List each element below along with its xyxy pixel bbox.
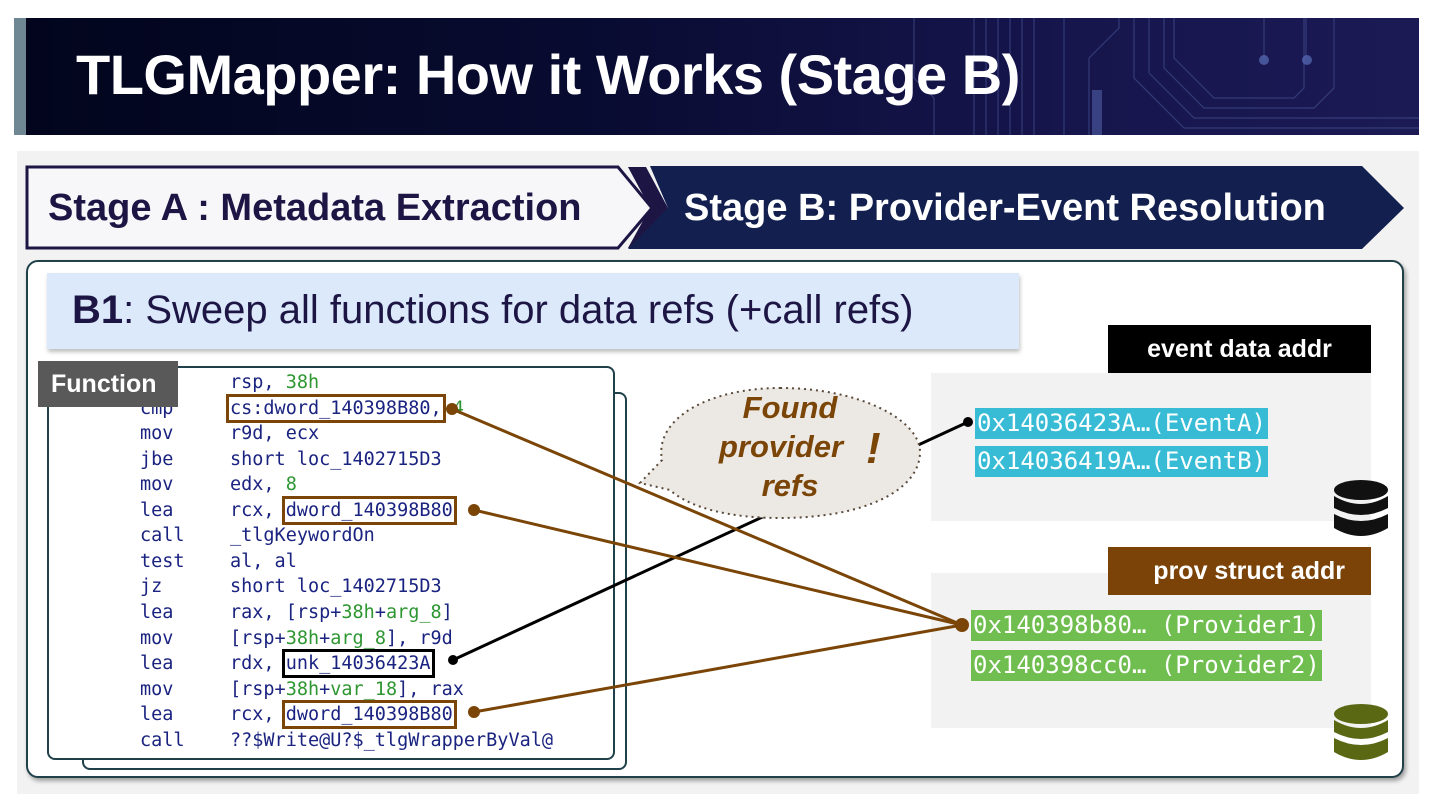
code-line: lea rdx, unk_14036423A bbox=[140, 649, 435, 678]
code-line: lea rcx, dword_140398B80 bbox=[140, 496, 457, 525]
operand: arg_8 bbox=[385, 602, 442, 623]
event-row: 0x14036423A…(EventA) bbox=[975, 408, 1268, 439]
title-accent-bar bbox=[14, 18, 26, 135]
operand: rdx, bbox=[230, 653, 286, 674]
code-line: call ??$Write@U?$_tlgWrapperByVal@ bbox=[140, 728, 553, 753]
mnemonic: mov bbox=[140, 423, 174, 444]
operand: 4 bbox=[441, 398, 464, 419]
code-line: jz short loc_1402715D3 bbox=[140, 574, 442, 599]
bubble-line: refs bbox=[761, 468, 819, 503]
operand: ], r9d bbox=[385, 628, 453, 649]
code-line: rsp, 38h bbox=[140, 370, 319, 395]
highlighted-reference: unk_14036423A bbox=[281, 649, 435, 678]
provider-table-header: prov struct addr bbox=[1108, 547, 1371, 595]
event-table-header: event data addr bbox=[1108, 325, 1371, 373]
highlighted-reference: dword_140398B80 bbox=[281, 496, 457, 525]
stage-a-label: Stage A : Metadata Extraction bbox=[48, 187, 582, 229]
mnemonic: lea bbox=[140, 653, 174, 674]
step-title: B1: Sweep all functions for data refs (+… bbox=[72, 287, 914, 333]
operand: [rsp+ bbox=[230, 628, 286, 649]
operand: 38h bbox=[285, 372, 320, 393]
operand: ] bbox=[441, 602, 453, 623]
stage-b-label: Stage B: Provider-Event Resolution bbox=[684, 187, 1326, 229]
operand: + bbox=[319, 628, 331, 649]
title-banner: TLGMapper: How it Works (Stage B) bbox=[14, 18, 1419, 135]
operand: short loc_1402715D3 bbox=[230, 576, 442, 597]
stage-b-chevron[interactable] bbox=[628, 166, 1404, 249]
operand: _tlgKeywordOn bbox=[230, 525, 375, 546]
mnemonic: jz bbox=[140, 576, 163, 597]
operand: rax, [rsp+ bbox=[230, 602, 342, 623]
stage-progress bbox=[25, 165, 1404, 250]
step-prefix: B1 bbox=[72, 288, 124, 332]
operand: ], rax bbox=[397, 679, 464, 700]
operand: short loc_1402715D3 bbox=[230, 449, 442, 470]
operand: 8 bbox=[285, 474, 297, 495]
database-icon bbox=[1334, 704, 1388, 760]
operand: 38h bbox=[285, 679, 320, 700]
mnemonic: mov bbox=[140, 474, 174, 495]
operand: var_18 bbox=[330, 679, 398, 700]
operand: rcx, bbox=[230, 704, 286, 725]
bubble-line: Found bbox=[742, 390, 838, 425]
step-banner bbox=[47, 273, 1019, 349]
code-line: mov edx, 8 bbox=[140, 472, 297, 497]
operand: arg_8 bbox=[330, 628, 386, 649]
operand: + bbox=[319, 679, 331, 700]
code-line: lea rax, [rsp+38h+arg_8] bbox=[140, 600, 453, 625]
event-row: 0x14036419A…(EventB) bbox=[975, 446, 1268, 477]
code-line: mov [rsp+38h+var_18], rax bbox=[140, 677, 464, 702]
database-icon bbox=[1334, 480, 1388, 536]
operand: + bbox=[374, 602, 386, 623]
mnemonic: lea bbox=[140, 602, 174, 623]
operand: rsp, bbox=[230, 372, 286, 393]
provider-row: 0x140398cc0… (Provider2) bbox=[971, 650, 1322, 681]
code-line: lea rcx, dword_140398B80 bbox=[140, 700, 457, 729]
highlighted-reference: dword_140398B80 bbox=[281, 700, 457, 729]
function-tag: Function bbox=[38, 361, 178, 407]
step-text: : Sweep all functions for data refs (+ca… bbox=[123, 288, 914, 332]
bubble-text: Found provider refs bbox=[700, 388, 880, 505]
operand: 38h bbox=[341, 602, 375, 623]
operand: ??$Write@U?$_tlgWrapperByVal@ bbox=[230, 730, 554, 751]
highlighted-reference: cs:dword_140398B80, bbox=[226, 394, 446, 423]
circuit-decoration bbox=[913, 18, 1419, 135]
stage-a-chevron[interactable] bbox=[25, 165, 654, 250]
page-title: TLGMapper: How it Works (Stage B) bbox=[76, 43, 1020, 106]
mnemonic: call bbox=[140, 730, 185, 751]
mnemonic: call bbox=[140, 525, 185, 546]
code-line: mov r9d, ecx bbox=[140, 421, 319, 446]
code-line: mov [rsp+38h+arg_8], r9d bbox=[140, 626, 453, 651]
operand: edx, bbox=[230, 474, 286, 495]
operand: [rsp+ bbox=[230, 679, 286, 700]
bubble-line: provider bbox=[718, 429, 844, 464]
mnemonic: test bbox=[140, 551, 185, 572]
code-line: test al, al bbox=[140, 549, 297, 574]
operand: 38h bbox=[285, 628, 320, 649]
operand: r9d, ecx bbox=[230, 423, 320, 444]
code-line: jbe short loc_1402715D3 bbox=[140, 447, 442, 472]
operand: al, al bbox=[230, 551, 297, 572]
mnemonic: jbe bbox=[140, 449, 174, 470]
mnemonic: lea bbox=[140, 500, 174, 521]
mnemonic: lea bbox=[140, 704, 174, 725]
code-line: call _tlgKeywordOn bbox=[140, 523, 375, 548]
provider-row: 0x140398b80… (Provider1) bbox=[971, 610, 1322, 641]
operand: rcx, bbox=[230, 500, 286, 521]
exclamation-mark: ! bbox=[866, 424, 881, 473]
mnemonic: mov bbox=[140, 679, 174, 700]
mnemonic: mov bbox=[140, 628, 174, 649]
